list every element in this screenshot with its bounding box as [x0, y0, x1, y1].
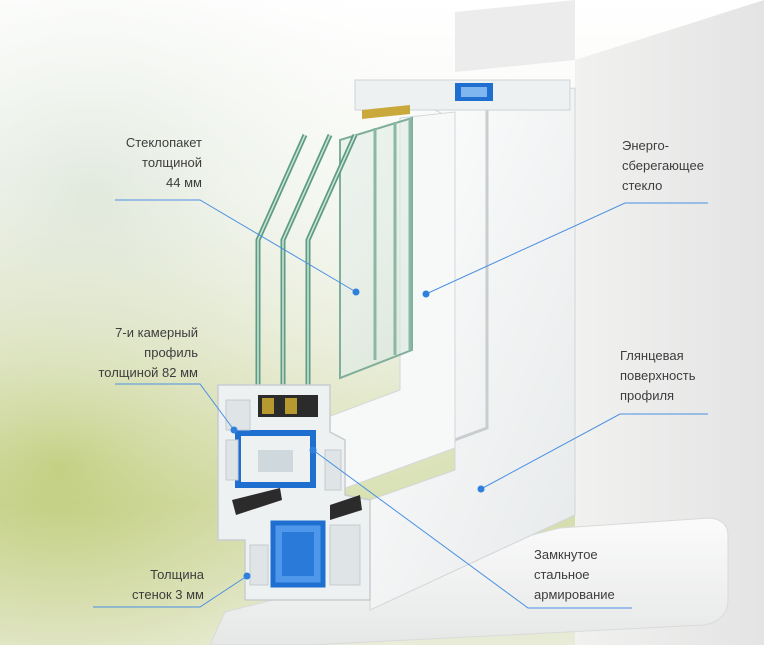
callout-line-profile [115, 383, 235, 431]
label-glass-unit-line-3: 44 мм [166, 175, 202, 190]
label-reinforcement-line-2: стальное [534, 567, 590, 582]
black-seal-1 [232, 488, 282, 515]
label-energy-glass-line-1: Энерго- [622, 138, 669, 153]
callout-line-wall-thickness [93, 575, 248, 608]
chamber-1 [225, 399, 251, 431]
callout-dot-energy-glass [422, 290, 430, 298]
label-energy-glass-line-3: стекло [622, 178, 663, 193]
glass-unit [255, 105, 413, 405]
label-glossy-line-3: профиля [620, 388, 675, 403]
label-glossy-line-2: поверхность [620, 368, 696, 383]
callout-dot-glossy [477, 485, 485, 493]
label-wall-thickness-line-1: Толщина [150, 567, 204, 582]
callout-dot-reinforcement [309, 446, 317, 454]
label-steel-reinforcement: Замкнутое стальное армирование [534, 545, 615, 605]
label-glass-unit: Стеклопакет толщиной 44 мм [126, 133, 202, 193]
sash-chamber [258, 450, 293, 472]
label-energy-glass: Энерго- сберегающее стекло [622, 136, 704, 196]
window-sill [209, 517, 729, 645]
label-glass-unit-line-1: Стеклопакет [125, 135, 202, 150]
glass-spacers-top [362, 105, 410, 119]
wall [575, 0, 764, 645]
top-reinforcement-hole [461, 87, 487, 97]
label-profile-line-2: профиль [144, 345, 198, 360]
callout-dot-wall-thickness [243, 572, 251, 580]
chamber-5 [249, 544, 269, 586]
callout-line-energy-glass [425, 202, 708, 295]
callout-dot-glass-unit [352, 288, 360, 296]
glass-highlight-3 [307, 134, 356, 405]
spacer-1 [262, 398, 274, 414]
label-energy-glass-line-2: сберегающее [622, 158, 704, 173]
label-profile: 7-и камерный профиль толщиной 82 мм [98, 323, 198, 383]
label-glossy-surface: Глянцевая поверхность профиля [620, 346, 695, 406]
label-profile-line-1: 7-и камерный [115, 325, 198, 340]
glass-highlight-2 [282, 134, 331, 400]
profile-cross-section [217, 384, 371, 601]
glass-highlight-1 [257, 134, 306, 390]
label-wall-thickness: Толщина стенок 3 мм [132, 565, 204, 605]
frame-reinforcement-inner [282, 532, 314, 576]
label-glossy-line-1: Глянцевая [620, 348, 684, 363]
label-wall-thickness-line-2: стенок 3 мм [132, 587, 204, 602]
label-profile-line-3: толщиной 82 мм [98, 365, 198, 380]
callout-lines [93, 199, 708, 609]
callout-dot-profile [230, 426, 238, 434]
black-seal-2 [330, 495, 362, 520]
chamber-2 [225, 439, 239, 481]
label-reinforcement-line-1: Замкнутое [534, 547, 598, 562]
callout-line-reinforcement [312, 449, 632, 609]
label-glass-unit-line-2: толщиной [142, 155, 202, 170]
callout-line-glass-unit [115, 199, 357, 293]
chamber-4 [329, 524, 361, 586]
spacer-2 [285, 398, 297, 414]
chamber-3 [324, 449, 342, 491]
label-reinforcement-line-3: армирование [534, 587, 615, 602]
wall-top [455, 0, 575, 72]
callout-line-glossy [480, 413, 708, 490]
